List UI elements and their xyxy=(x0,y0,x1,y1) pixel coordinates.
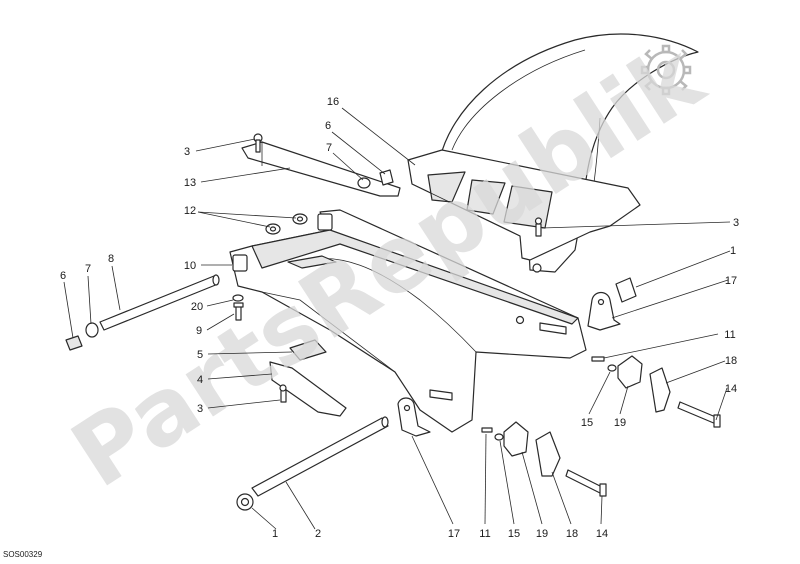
callout-16: 16 xyxy=(327,96,339,108)
callout-18: 18 xyxy=(725,355,737,367)
callout-7: 7 xyxy=(326,142,332,154)
callout-12: 12 xyxy=(184,205,196,217)
callout-6: 6 xyxy=(325,120,331,132)
callout-5: 5 xyxy=(197,349,203,361)
small-bolts-part xyxy=(232,294,244,321)
callout-11: 11 xyxy=(724,329,735,341)
diagram-code: SOS00329 xyxy=(3,550,43,559)
callout-13: 13 xyxy=(184,177,196,189)
callout-1: 1 xyxy=(272,528,278,540)
callout-17: 17 xyxy=(725,275,737,287)
rear-axle-part xyxy=(236,416,389,511)
right-adjuster-part xyxy=(591,355,721,428)
callout-8: 8 xyxy=(108,253,114,265)
callout-3: 3 xyxy=(197,403,203,415)
callout-11: 11 xyxy=(479,528,490,540)
callout-14: 14 xyxy=(725,383,737,395)
callout-2: 2 xyxy=(315,528,321,540)
callout-14: 14 xyxy=(596,528,608,540)
lower-chain-slider-part xyxy=(269,339,347,417)
callout-10: 10 xyxy=(184,260,196,272)
callout-3: 3 xyxy=(184,146,190,158)
callout-1: 1 xyxy=(730,245,736,257)
parts-artwork xyxy=(65,33,721,511)
washers-part xyxy=(265,213,308,235)
callout-19: 19 xyxy=(614,417,626,429)
swingarm-part xyxy=(229,209,587,433)
callout-9: 9 xyxy=(196,325,202,337)
callout-15: 15 xyxy=(508,528,520,540)
leader-lines xyxy=(63,107,731,530)
pivot-shaft-part xyxy=(65,274,220,351)
lower-adjuster-part xyxy=(481,421,607,497)
callout-3: 3 xyxy=(733,217,739,229)
gear-icon xyxy=(640,44,692,96)
right-upper-parts xyxy=(587,277,637,331)
watermark-text: PartsRepublik xyxy=(54,22,723,508)
callout-labels: 16 6 7 3 13 12 10 6 7 8 20 9 5 4 3 3 1 1… xyxy=(60,96,739,540)
callout-7: 7 xyxy=(85,263,91,275)
callout-6: 6 xyxy=(60,270,66,282)
rear-mudguard-part xyxy=(407,33,699,273)
callout-19: 19 xyxy=(536,528,548,540)
upper-plug-part xyxy=(357,169,394,189)
callout-18: 18 xyxy=(566,528,578,540)
callout-17: 17 xyxy=(448,528,460,540)
upper-chain-slider-part xyxy=(241,133,401,197)
lower-bracket-part xyxy=(397,397,431,437)
callout-20: 20 xyxy=(191,301,203,313)
callout-15: 15 xyxy=(581,417,593,429)
upper-right-bolt-part xyxy=(534,217,543,237)
callout-4: 4 xyxy=(197,374,203,386)
